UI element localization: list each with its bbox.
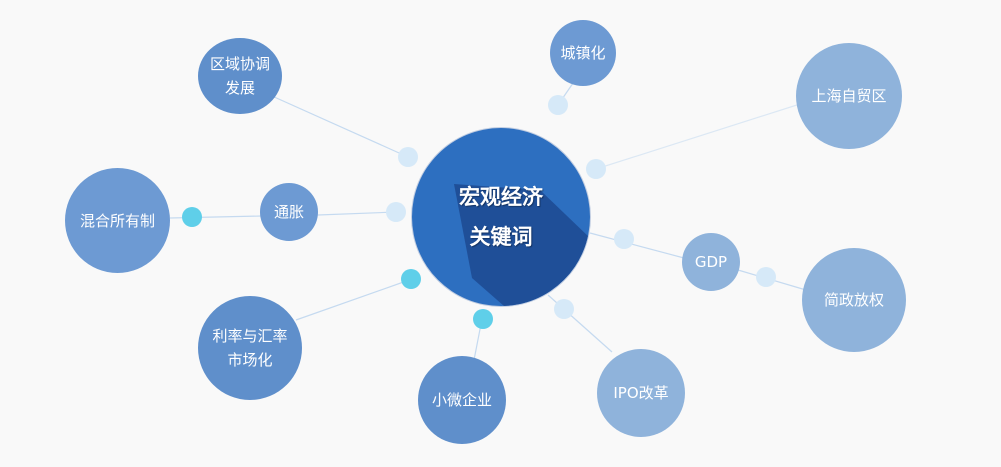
node-urbanization: 城镇化 [550,20,616,86]
node-gdp-label: GDP [694,253,728,271]
dot-simplify [756,267,776,287]
dot-small-micro [473,309,493,329]
node-rate-marketization: 利率与汇率 市场化 [198,296,302,400]
dot-regional [398,147,418,167]
node-shanghai-ftz-label: 上海自贸区 [811,87,887,105]
node-small-micro-label: 小微企业 [431,391,492,409]
node-regional-label: 区域协调 发展 [209,55,270,97]
node-gdp: GDP [682,233,740,291]
dot-mixed [182,207,202,227]
node-mixed-ownership: 混合所有制 [65,168,170,273]
center-title: 宏观经济 关键词 [412,128,590,306]
center-title-line1: 宏观经济 [459,185,543,209]
connector-inflation [317,211,397,216]
node-inflation-label: 通胀 [273,203,304,221]
node-rate-marketization-label: 利率与汇率 市场化 [212,327,288,369]
dot-urbanization [548,95,568,115]
dot-gdp [614,229,634,249]
dot-inflation [386,202,406,222]
center-title-line2: 关键词 [469,225,533,249]
connector-shanghai [595,103,801,170]
node-ipo-reform-label: IPO改革 [613,384,669,402]
center-shadow [454,184,590,306]
connector-gdp [589,232,685,259]
node-small-micro-enterprise: 小微企业 [418,356,506,444]
connector-regional [271,95,409,158]
node-regional-development: 区域协调 发展 [198,38,282,114]
dot-shanghai [586,159,606,179]
node-simplify-government-label: 简政放权 [823,291,884,309]
node-urbanization-label: 城镇化 [560,44,606,62]
node-mixed-ownership-label: 混合所有制 [79,211,155,230]
dot-rate [401,269,421,289]
connector-rate [295,278,413,321]
node-shanghai-ftz: 上海自贸区 [796,43,902,149]
center-node: 宏观经济 关键词 [412,128,590,306]
node-ipo-reform: IPO改革 [597,349,685,437]
node-simplify-government: 简政放权 [802,248,906,352]
node-inflation: 通胀 [260,183,318,241]
